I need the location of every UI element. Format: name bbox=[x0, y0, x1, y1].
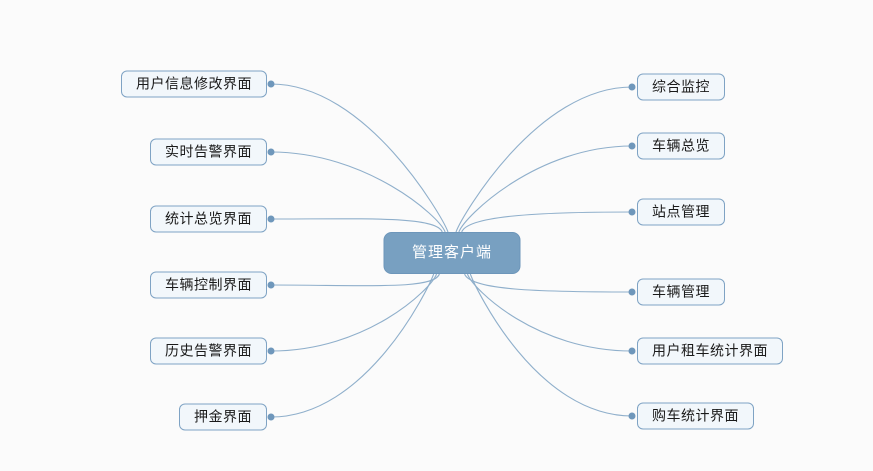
branch-connector-right-6[interactable] bbox=[628, 412, 636, 420]
branch-node-right-6[interactable]: 购车统计界面 bbox=[637, 402, 754, 430]
branch-node-left-6[interactable]: 押金界面 bbox=[179, 403, 267, 431]
branch-edge bbox=[461, 211, 633, 233]
branch-connector-right-5[interactable] bbox=[628, 347, 636, 355]
branch-connector-left-6[interactable] bbox=[267, 413, 275, 421]
branch-connector-right-4[interactable] bbox=[628, 288, 636, 296]
branch-node-right-5[interactable]: 用户租车统计界面 bbox=[637, 337, 783, 365]
branch-node-left-2[interactable]: 实时告警界面 bbox=[150, 138, 267, 166]
branch-node-right-4[interactable]: 车辆管理 bbox=[637, 278, 725, 306]
branch-connector-left-2[interactable] bbox=[267, 148, 275, 156]
branch-edge bbox=[270, 83, 449, 233]
branch-node-left-5[interactable]: 历史告警界面 bbox=[150, 337, 267, 365]
branch-edge bbox=[458, 145, 633, 233]
branch-node-right-2[interactable]: 车辆总览 bbox=[637, 132, 725, 160]
branch-node-right-1[interactable]: 综合监控 bbox=[637, 73, 725, 101]
branch-edge bbox=[270, 273, 435, 418]
branch-connector-right-2[interactable] bbox=[628, 142, 636, 150]
branch-node-left-4[interactable]: 车辆控制界面 bbox=[150, 271, 267, 299]
branch-edge bbox=[469, 273, 633, 417]
branch-edge bbox=[455, 86, 633, 233]
branch-edge bbox=[270, 151, 446, 233]
branch-edge bbox=[270, 218, 443, 233]
branch-node-left-3[interactable]: 统计总览界面 bbox=[150, 205, 267, 233]
branch-edge bbox=[464, 273, 633, 293]
branch-edge bbox=[270, 273, 440, 287]
branch-node-left-1[interactable]: 用户信息修改界面 bbox=[121, 70, 267, 98]
branch-connector-left-4[interactable] bbox=[267, 281, 275, 289]
center-node[interactable]: 管理客户端 bbox=[383, 232, 521, 274]
branch-edge bbox=[466, 273, 633, 352]
branch-edge bbox=[270, 273, 438, 352]
branch-connector-left-1[interactable] bbox=[267, 80, 275, 88]
branch-node-right-3[interactable]: 站点管理 bbox=[637, 198, 725, 226]
branch-connector-right-1[interactable] bbox=[628, 83, 636, 91]
branch-connector-left-3[interactable] bbox=[267, 215, 275, 223]
branch-connector-right-3[interactable] bbox=[628, 208, 636, 216]
branch-connector-left-5[interactable] bbox=[267, 347, 275, 355]
